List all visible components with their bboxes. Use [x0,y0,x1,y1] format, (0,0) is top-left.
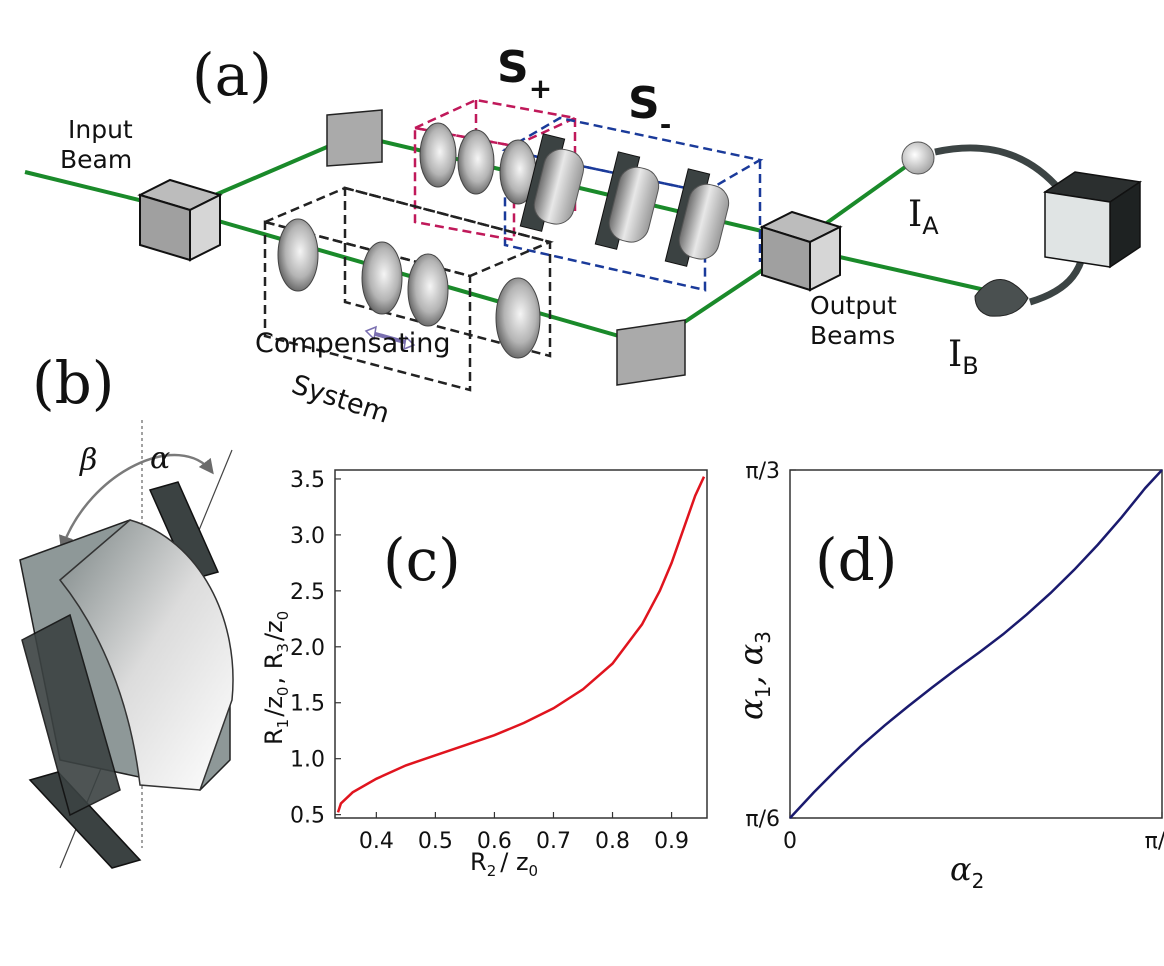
y-tick-label: π/6 [745,807,780,832]
plot-c-ticks: 0.4 0.5 0.6 0.7 0.8 0.9 0.5 1.0 1.5 2.0 2.5 3.0 3.5 [290,468,689,854]
beta-label: β [79,443,97,478]
detector-b-label: IB [948,334,979,380]
plot-c-frame [334,469,708,819]
panel-c-label: (c) [383,526,461,594]
s-plus-label: S+ [497,42,552,105]
y-tick-label: π/3 [745,459,780,484]
output-beamsplitter-cube [759,210,843,292]
y-tick-label: 1.0 [290,748,325,773]
y-tick-label: 2.5 [290,580,325,605]
rotation-arrow-icon [59,453,214,551]
panel-b-label: (b) [32,349,114,417]
plot-c-curve [336,476,706,813]
x-tick-label: 0.7 [536,829,571,854]
input-beamsplitter-cube [137,178,223,262]
y-tick-label: 0.5 [290,804,325,829]
x-tick-label: 0 [783,829,797,854]
plot-d-ylabel: α1, α3 [732,631,775,720]
plot-c-xlabel: R2/ z0 [470,848,538,880]
detector-a-label: IA [908,194,939,240]
s-minus-cylindrical-lenses [519,133,730,267]
panel-d: (d) 0 π/2 π/6 π/3 α2 α1, α3 [732,459,1164,893]
compensating-system-label-2: System [288,369,393,430]
y-tick-label: 2.0 [290,636,325,661]
alpha-label: α [150,441,170,476]
detector-b-icon [974,279,1029,317]
panel-a: (a) Input Beam [24,41,1143,430]
cable-a [934,144,1063,193]
panel-d-label: (d) [815,526,897,594]
x-tick-label: π/2 [1145,829,1164,854]
upper-mirror [326,109,383,167]
plot-d-xlabel: α2 [950,850,984,893]
s-plus-lenses [419,122,537,205]
plot-c-ylabel: R1/z0, R3/z0 [260,611,292,745]
coincidence-box [1042,171,1143,269]
lower-mirror [616,319,686,386]
compensating-lenses [277,218,541,359]
output-beams-label: Output Beams [810,291,905,350]
x-tick-label: 0.4 [359,829,394,854]
y-tick-label: 3.5 [290,468,325,493]
x-tick-label: 0.5 [418,829,453,854]
plot-d-curve [789,469,1163,819]
panel-c: (c) 0.4 0.5 0.6 0.7 0.8 0.9 0.5 1.0 1.5 2.0 2.5 3.0… [260,468,708,880]
translation-arrow-icon [364,325,416,351]
compensating-system-label: Compensating [255,328,451,359]
compensating-system-box [261,186,554,392]
x-tick-label: 0.6 [477,829,512,854]
panel-b: (b) α β [19,349,234,869]
panel-a-label: (a) [192,41,272,109]
x-tick-label: 0.9 [654,829,689,854]
detector-a-icon [901,141,935,175]
input-beam-label: Input Beam [60,115,141,174]
s-minus-label: S- [628,78,671,141]
cylindrical-lens-icon [19,481,234,869]
y-tick-label: 3.0 [290,524,325,549]
plot-d-frame [789,469,1163,819]
plot-d-ticks: 0 π/2 π/6 π/3 [745,459,1164,854]
x-tick-label: 0.8 [595,829,630,854]
y-tick-label: 1.5 [290,692,325,717]
